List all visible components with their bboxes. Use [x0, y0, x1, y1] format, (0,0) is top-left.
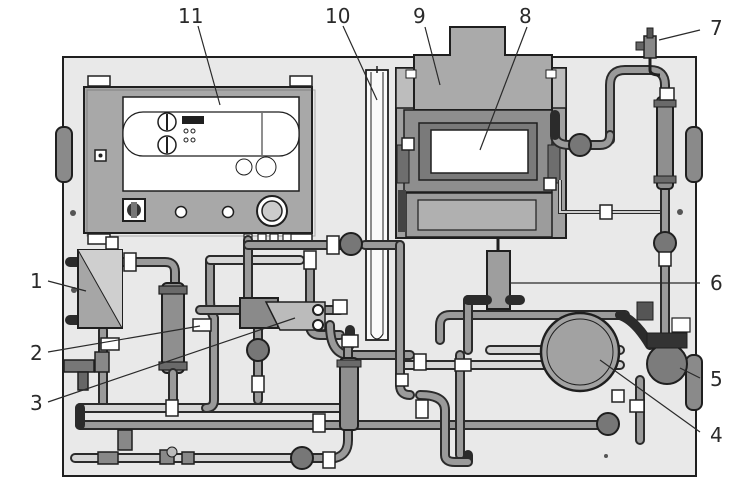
air-vent-valve-icon [635, 27, 661, 77]
callout-8: 8 [519, 4, 532, 28]
circulation-pump-icon [636, 301, 691, 385]
callout-4: 4 [710, 423, 723, 447]
pressure-gauge-icon [596, 412, 620, 436]
callout-3: 3 [30, 391, 43, 415]
drain-valve-icon [63, 351, 195, 465]
expansion-vessel-icon [539, 311, 621, 393]
callout-10: 10 [325, 4, 350, 28]
pressure-gauge-icon [246, 338, 270, 362]
vessel-inner-ring [546, 318, 614, 386]
screw [604, 454, 608, 458]
callout-1: 1 [30, 269, 43, 293]
heat-unit-icon [395, 26, 567, 239]
pressure-gauge-icon [339, 232, 363, 256]
heat-exchanger-icon [77, 249, 123, 329]
right-handle-lower [685, 354, 703, 411]
leader-lines [47, 25, 701, 433]
clip-icon [100, 87, 675, 469]
callout-9: 9 [413, 4, 426, 28]
screw [677, 209, 683, 215]
right-handle [685, 126, 703, 183]
pressure-gauge-icon [290, 446, 314, 470]
callout-7: 7 [710, 16, 723, 40]
sight-tube-icon [365, 66, 389, 341]
callout-11: 11 [178, 4, 203, 28]
screw [70, 210, 76, 216]
pressure-gauge-icon [653, 231, 677, 255]
control-box-icon [83, 75, 316, 245]
callout-6: 6 [710, 271, 723, 295]
pressure-gauge-icon [568, 133, 592, 157]
callout-5: 5 [710, 367, 723, 391]
callout-2: 2 [30, 341, 43, 365]
left-handle [55, 126, 73, 183]
